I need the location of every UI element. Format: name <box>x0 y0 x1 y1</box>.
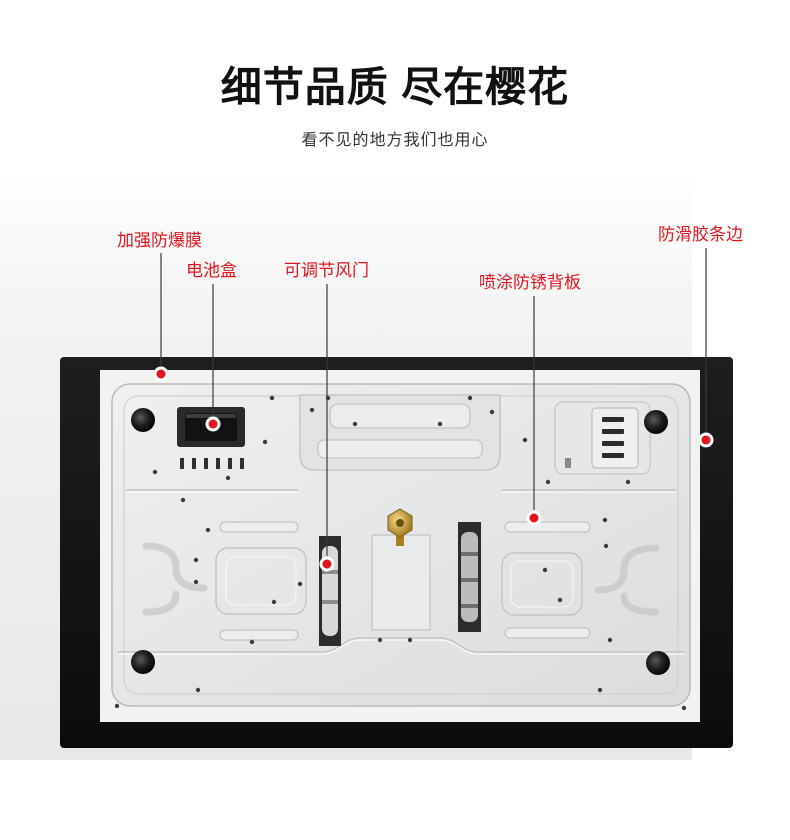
vent-slot <box>216 458 220 469</box>
screw-hole <box>407 637 413 643</box>
screw-hole <box>467 395 473 401</box>
screw-hole <box>225 475 231 481</box>
callout-edge-strip <box>698 248 714 448</box>
callout-back-plate <box>526 296 542 526</box>
callout-label-air-shutter: 可调节风门 <box>284 261 369 280</box>
screw-hole <box>681 705 687 711</box>
screw-hole <box>271 599 277 605</box>
ridge-bottom-highlight <box>118 639 684 655</box>
callout-dot <box>205 416 221 432</box>
air-shutter-shadow <box>461 604 478 608</box>
screw-hole <box>545 479 551 485</box>
vent-slot <box>204 458 208 469</box>
callout-label-battery-box: 电池盒 <box>186 261 237 280</box>
screw-hole <box>557 597 563 603</box>
air-shutter-shadow <box>461 578 478 582</box>
rubber-foot <box>131 650 155 674</box>
vent-tab <box>565 458 571 468</box>
screw-hole <box>597 687 603 693</box>
screw-hole <box>522 437 528 443</box>
vent-slot <box>602 429 624 434</box>
stamp-wave-left <box>142 590 180 616</box>
screw-hole <box>114 703 120 709</box>
screw-hole <box>437 421 443 427</box>
ridge-bottom <box>118 637 684 653</box>
recess-bar <box>329 403 471 429</box>
page-subtitle: 看不见的地方我们也用心 <box>301 132 489 149</box>
callout-battery-box <box>205 284 221 432</box>
emboss-square-right <box>501 552 583 616</box>
air-shutter-shadow <box>322 570 338 574</box>
screw-hole <box>377 637 383 643</box>
callout-label-edge-strip: 防滑胶条边 <box>658 225 743 244</box>
rubber-foot <box>646 651 670 675</box>
gas-inlet-bore <box>396 519 404 527</box>
screw-hole <box>352 421 358 427</box>
screw-hole <box>152 469 158 475</box>
emboss-bar <box>504 521 591 533</box>
emboss-bar <box>504 627 591 639</box>
callout-film <box>153 253 169 382</box>
emboss-square-left-inner <box>225 556 297 606</box>
screw-hole <box>193 579 199 585</box>
callout-dot <box>319 556 335 572</box>
vent-slot <box>228 458 232 469</box>
callout-dot <box>698 432 714 448</box>
screw-holes <box>114 395 687 711</box>
screw-hole <box>180 497 186 503</box>
callout-label-back-plate: 喷涂防锈背板 <box>479 273 581 292</box>
vent-slot <box>602 453 624 458</box>
air-shutter-shadow <box>461 552 478 556</box>
gas-stove <box>60 357 733 748</box>
screw-hole <box>269 395 275 401</box>
stamp-wave-right <box>594 544 660 594</box>
vent-slot <box>192 458 196 469</box>
air-shutter-right <box>458 522 481 632</box>
battery-box-highlight <box>186 414 236 418</box>
stamp-wave-left <box>142 542 208 592</box>
gas-inlet-plate <box>371 534 431 631</box>
vent-slot <box>240 458 244 469</box>
screw-hole <box>602 517 608 523</box>
callout-label-film: 加强防爆膜 <box>117 231 202 250</box>
screw-hole <box>309 407 315 413</box>
air-shutter-shadow <box>322 600 338 604</box>
screw-hole <box>607 637 613 643</box>
rubber-foot <box>131 408 155 432</box>
callout-dot <box>153 366 169 382</box>
air-shutter-left <box>319 536 341 646</box>
emboss-bar <box>219 521 299 533</box>
rubber-foot <box>644 410 668 434</box>
screw-hole <box>603 543 609 549</box>
screw-hole <box>542 567 548 573</box>
recess-bar-lower <box>317 439 483 459</box>
callout-dot <box>526 510 542 526</box>
screw-hole <box>205 527 211 533</box>
emboss-square-right-inner <box>510 560 574 608</box>
emboss-bar <box>219 629 299 641</box>
page-title: 细节品质 尽在樱花 <box>220 64 570 110</box>
emboss-square-left <box>215 547 307 615</box>
vent-slot <box>602 441 624 446</box>
screw-hole <box>489 409 495 415</box>
stamp-wave-right <box>620 592 660 616</box>
battery-vent-slots <box>180 458 244 469</box>
screw-hole <box>262 439 268 445</box>
screw-hole <box>193 557 199 563</box>
vent-slot <box>602 417 624 422</box>
screw-hole <box>297 581 303 587</box>
screw-hole <box>625 479 631 485</box>
callout-air-shutter <box>319 284 335 572</box>
screw-hole <box>195 687 201 693</box>
screw-hole <box>249 639 255 645</box>
vent-slot <box>180 458 184 469</box>
air-shutter-burner <box>461 532 478 622</box>
gas-inlet-tube <box>396 530 404 546</box>
